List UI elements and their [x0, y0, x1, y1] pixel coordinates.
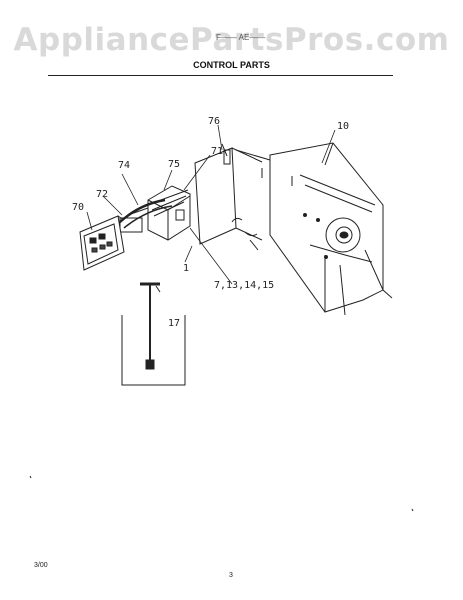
callout-71: 71 [211, 146, 224, 157]
callout-75: 75 [168, 159, 181, 170]
model-number: F—— AE—— [216, 33, 266, 42]
scan-marks [29, 475, 414, 512]
part-71-control-module [147, 185, 191, 241]
part-10-housing [235, 142, 393, 316]
footer-page-number: 3 [229, 572, 233, 579]
title-rule [48, 75, 393, 76]
part-17-sensor [121, 282, 186, 386]
callout-7-13-14-15: 7,13,14,15 [214, 280, 275, 291]
callout-70: 70 [72, 202, 85, 213]
callout-72: 72 [96, 189, 109, 200]
footer-date: 3/00 [34, 562, 48, 569]
watermark: AppliancePartsPros.com [13, 22, 450, 58]
callout-17: 17 [168, 318, 181, 329]
callout-10: 10 [337, 121, 350, 132]
callout-1: 1 [183, 263, 190, 274]
leader-lines [86, 124, 336, 285]
callout-74: 74 [118, 160, 131, 171]
section-title: CONTROL PARTS [193, 60, 270, 70]
callout-76: 76 [208, 116, 221, 127]
part-76-panel [194, 143, 263, 251]
part-70-control-display [79, 215, 125, 271]
